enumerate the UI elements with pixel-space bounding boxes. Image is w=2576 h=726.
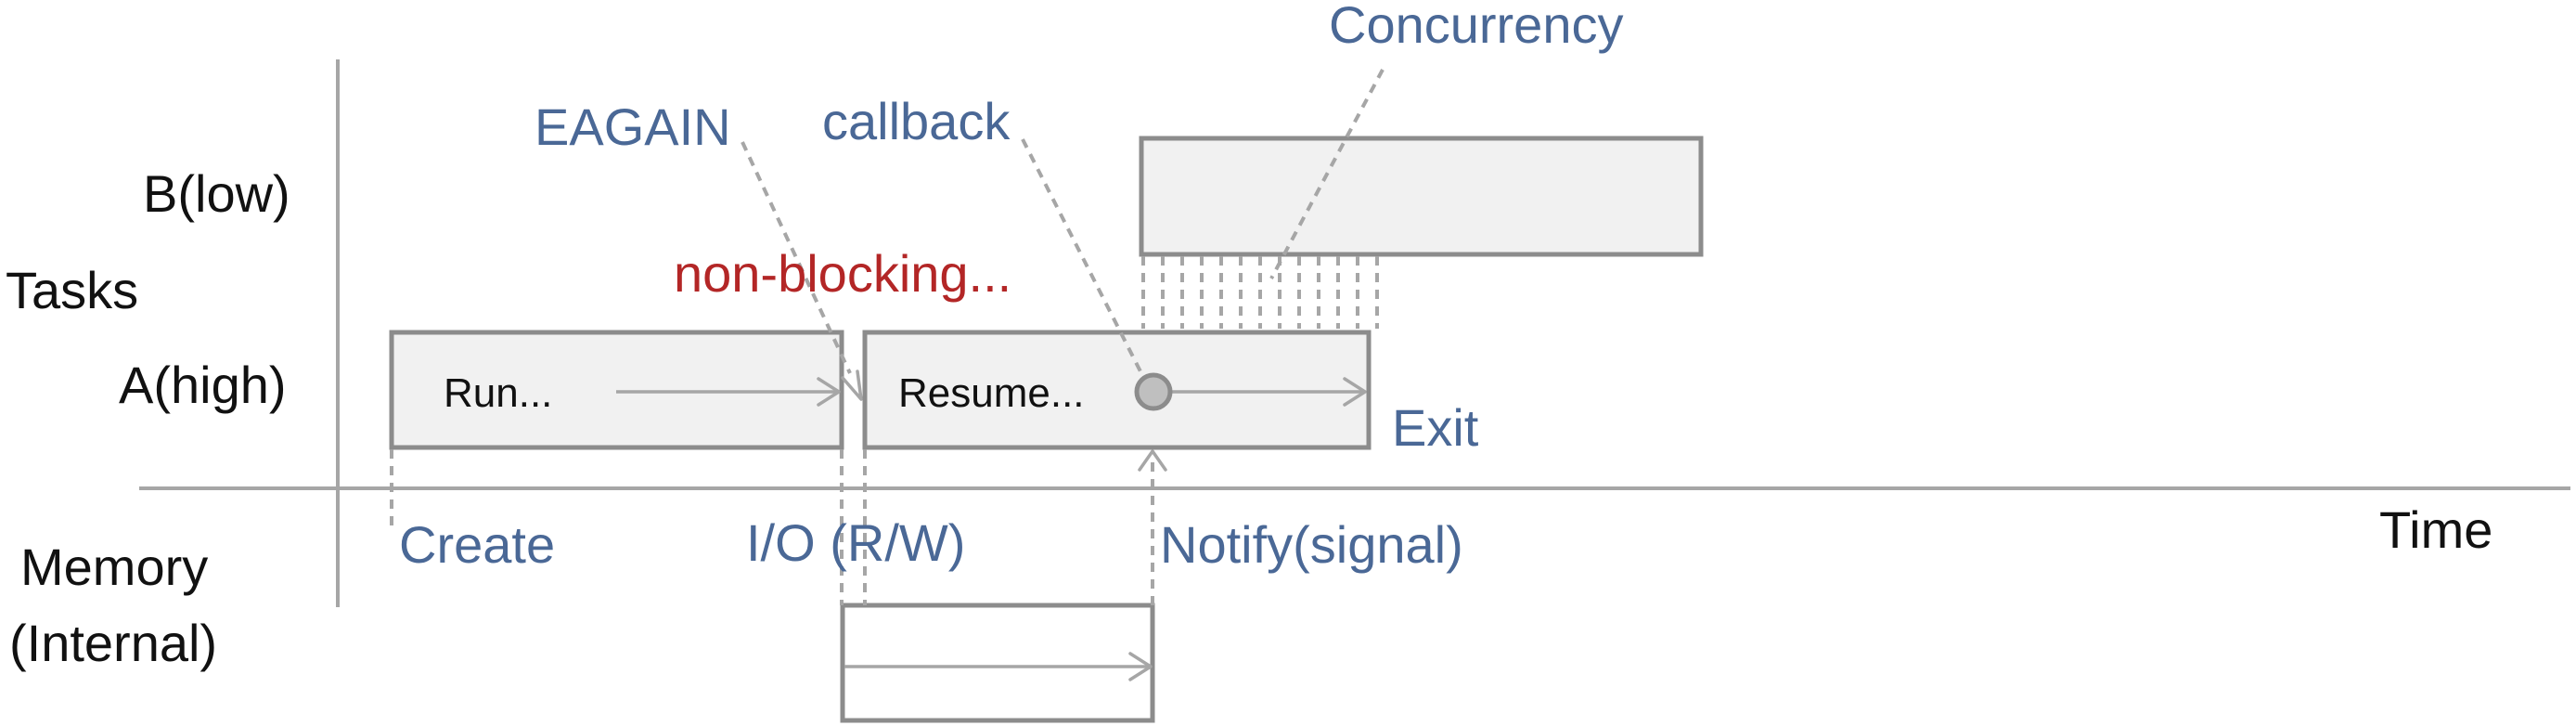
- annotation-non-blocking: non-blocking...: [674, 244, 1011, 303]
- callback-node: [1134, 372, 1173, 411]
- axis-label-tasks: Tasks: [6, 261, 138, 319]
- annotation-concurrency: Concurrency: [1329, 0, 1623, 54]
- run-arrowhead: [817, 377, 841, 407]
- task-b-box: [1139, 136, 1704, 257]
- axis-label-time: Time: [2379, 500, 2492, 559]
- task-a-run-label: Run...: [444, 370, 552, 416]
- task-a-resume-label: Resume...: [898, 370, 1085, 416]
- annotation-eagain: EAGAIN: [535, 97, 731, 156]
- eagain-leader: [741, 141, 852, 374]
- annotation-notify-signal: Notify(signal): [1160, 515, 1463, 574]
- annotation-exit: Exit: [1392, 398, 1479, 457]
- memory-box: [840, 603, 1155, 723]
- row-label-memory: Memory: [20, 538, 208, 596]
- annotation-create: Create: [399, 515, 555, 574]
- eagain-arrowhead: [841, 369, 863, 401]
- annotation-callback: callback: [822, 92, 1011, 150]
- callback-leader: [1021, 138, 1145, 378]
- concurrency-lines: [1141, 256, 1379, 329]
- resume-arrowhead: [1343, 377, 1367, 407]
- task-a-run-box: [389, 330, 844, 450]
- task-a-resume-box: [862, 330, 1372, 450]
- row-label-b-low: B(low): [143, 164, 290, 223]
- memory-arrowhead: [1128, 652, 1153, 681]
- row-label-a-high: A(high): [119, 356, 287, 414]
- notify-arrowhead: [1138, 449, 1167, 472]
- annotation-io-rw: I/O (R/W): [746, 513, 965, 572]
- row-label-memory-internal: (Internal): [9, 614, 217, 672]
- concurrency-leader: [1269, 69, 1385, 279]
